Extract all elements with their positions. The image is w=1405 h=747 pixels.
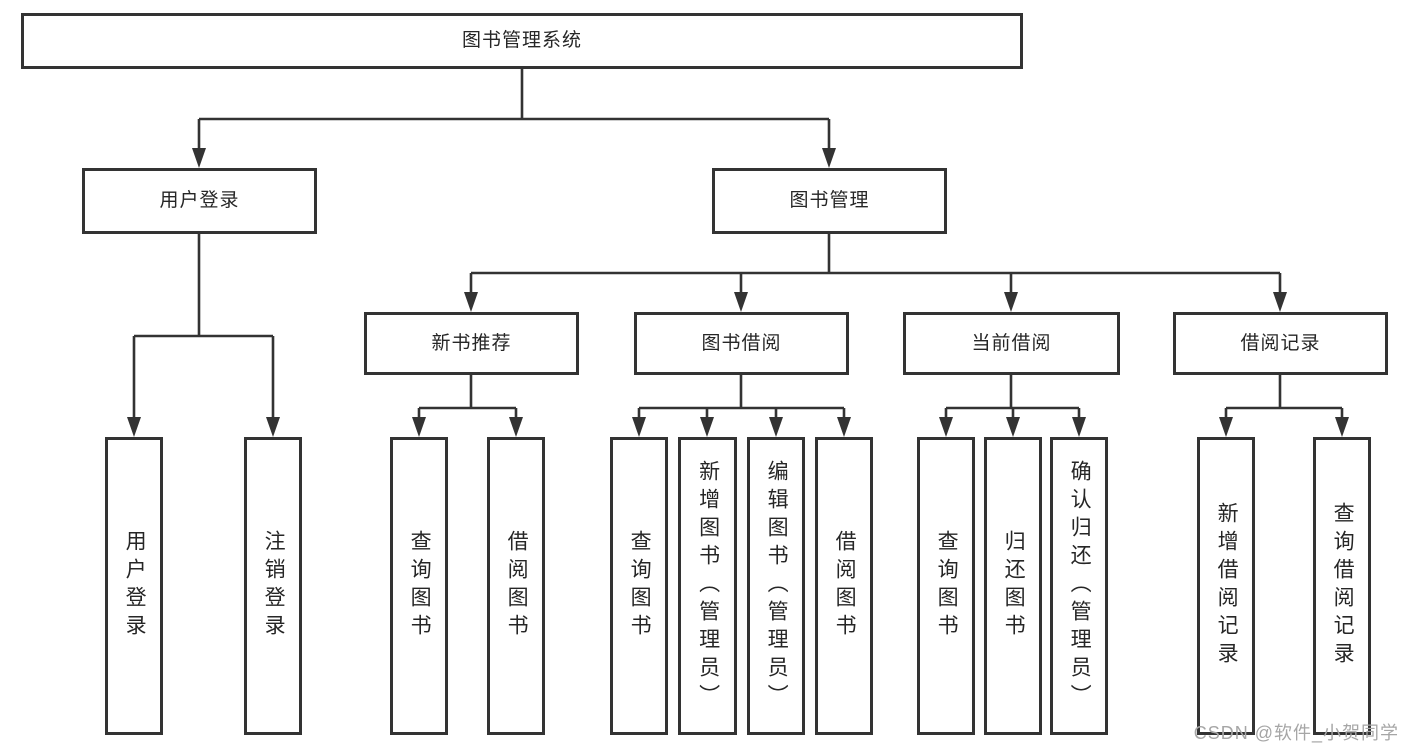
node-new-book-recommendation: 新书推荐 [364, 312, 579, 375]
node-user-login: 用户登录 [82, 168, 317, 234]
leaf-search-book-recommend: 查询图书 [390, 437, 448, 735]
node-borrowing-records: 借阅记录 [1173, 312, 1388, 375]
leaf-add-borrow-record: 新增借阅记录 [1197, 437, 1255, 735]
csdn-watermark: CSDN @软件_小贺同学 [1193, 723, 1399, 743]
node-library-management-system: 图书管理系统 [21, 13, 1023, 69]
leaf-return-book: 归还图书 [984, 437, 1042, 735]
leaf-logout: 注销登录 [244, 437, 302, 735]
node-book-management: 图书管理 [712, 168, 947, 234]
node-current-borrowing: 当前借阅 [903, 312, 1120, 375]
leaf-add-book-admin: 新增图书（管理员） [678, 437, 737, 735]
node-book-borrowing: 图书借阅 [634, 312, 849, 375]
leaf-borrow-book-recommend: 借阅图书 [487, 437, 545, 735]
leaf-confirm-return-admin: 确认归还（管理员） [1050, 437, 1108, 735]
leaf-edit-book-admin: 编辑图书（管理员） [747, 437, 805, 735]
leaf-user-login: 用户登录 [105, 437, 163, 735]
leaf-search-book-borrow: 查询图书 [610, 437, 668, 735]
leaf-search-book-current: 查询图书 [917, 437, 975, 735]
leaf-borrow-book-2: 借阅图书 [815, 437, 873, 735]
leaf-search-borrow-record: 查询借阅记录 [1313, 437, 1371, 735]
